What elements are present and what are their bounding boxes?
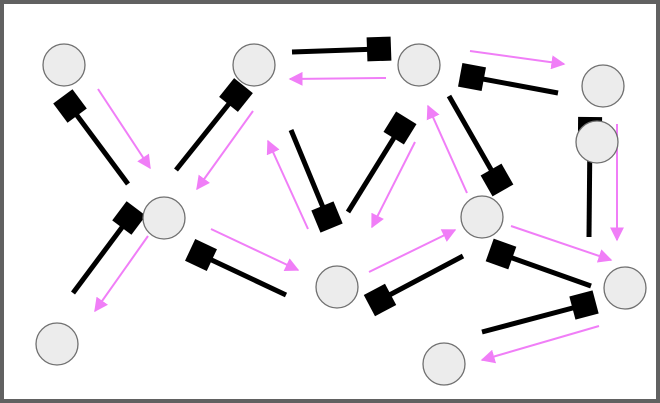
graph-node-n7[interactable]	[315, 265, 359, 309]
handle-stem	[291, 46, 380, 55]
edge-handle-13[interactable]	[481, 290, 599, 335]
handle-stem	[378, 253, 465, 303]
handle-stem	[288, 129, 330, 218]
handle-stem	[67, 104, 131, 186]
edge-handle-9[interactable]	[345, 111, 417, 214]
handle-stem	[70, 216, 132, 295]
edge-arrow-3	[94, 235, 149, 313]
handle-grip[interactable]	[480, 163, 514, 197]
edge-handle-11[interactable]	[363, 253, 465, 317]
edge-handle-4[interactable]	[458, 63, 559, 96]
handle-grip[interactable]	[383, 111, 417, 145]
edge-arrow-7	[210, 228, 300, 271]
graph-node-n5[interactable]	[142, 196, 186, 240]
edge-handle-3[interactable]	[291, 36, 392, 62]
handle-grip[interactable]	[112, 201, 146, 235]
edge-handle-1[interactable]	[53, 89, 131, 186]
handle-grip[interactable]	[185, 239, 217, 271]
edge-arrow-4	[288, 71, 387, 86]
graph-node-n2[interactable]	[232, 43, 276, 87]
handle-grip[interactable]	[366, 36, 392, 62]
handle-grip[interactable]	[311, 201, 343, 233]
graph-node-n8[interactable]	[422, 342, 466, 386]
edge-arrow-8	[368, 229, 457, 273]
handle-stem	[481, 302, 585, 335]
edge-handle-7[interactable]	[70, 201, 146, 295]
handle-stem	[345, 126, 403, 214]
edge-handle-8[interactable]	[446, 94, 514, 197]
edge-arrow-12	[510, 225, 613, 263]
edge-arrow-2	[196, 110, 254, 191]
graph-node-n3[interactable]	[397, 43, 441, 87]
nodes-layer	[35, 43, 647, 386]
edge-arrow-10	[371, 141, 416, 229]
handle-grip[interactable]	[53, 89, 87, 123]
graph-node-n6[interactable]	[35, 322, 79, 366]
handle-grip[interactable]	[485, 238, 517, 270]
graph-node-n11[interactable]	[575, 120, 619, 164]
graph-node-n9[interactable]	[460, 195, 504, 239]
edge-arrow-11	[426, 104, 468, 194]
handle-stem	[174, 93, 238, 172]
graph-node-n1[interactable]	[42, 43, 86, 87]
handle-stem	[471, 74, 559, 96]
handle-grip[interactable]	[458, 63, 486, 91]
handles-layer	[53, 36, 603, 335]
edge-arrow-9	[266, 139, 309, 230]
handle-stem	[199, 252, 288, 298]
edge-handle-10[interactable]	[185, 239, 288, 298]
edge-arrow-5	[469, 50, 566, 70]
handle-grip[interactable]	[219, 78, 253, 112]
handle-stem	[500, 251, 592, 289]
graph-node-n4[interactable]	[581, 64, 625, 108]
graph-node-n10[interactable]	[603, 266, 647, 310]
handle-grip[interactable]	[569, 290, 599, 320]
edge-arrow-13	[480, 325, 600, 364]
handle-stem	[446, 94, 500, 182]
handle-grip[interactable]	[363, 283, 397, 317]
edge-handle-6[interactable]	[288, 129, 343, 233]
edge-arrow-1	[97, 88, 151, 170]
arrows-layer	[94, 50, 624, 364]
edge-handle-12[interactable]	[485, 238, 592, 289]
edge-handle-2[interactable]	[174, 78, 253, 172]
